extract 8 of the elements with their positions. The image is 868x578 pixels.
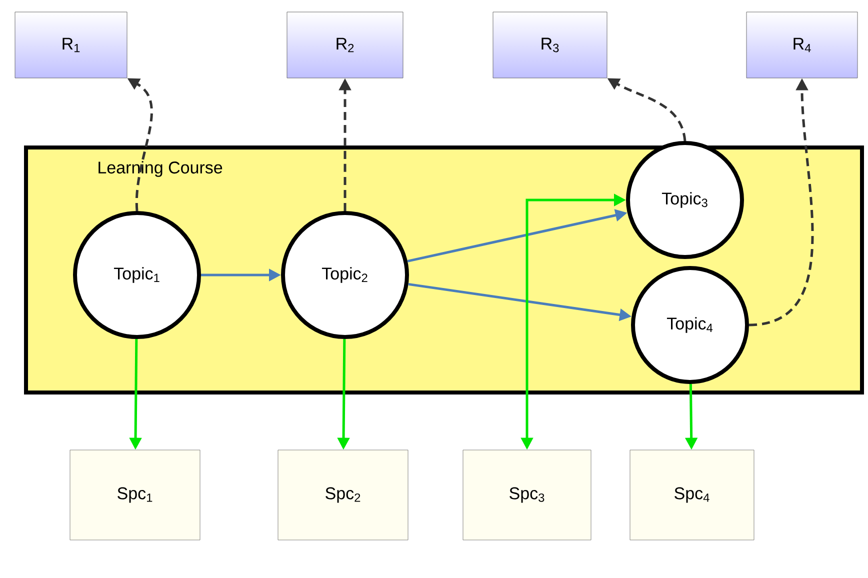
spec-box: Spc$_{3}$ — [462, 450, 592, 540]
resource-box: R$_{2}$ — [286, 12, 404, 78]
spec-box: Spc$_{2}$ — [278, 450, 408, 540]
spec-box: Spc$_{1}$ — [70, 450, 200, 540]
resource-box: R$_{3}$ — [492, 12, 608, 78]
resource-box: R$_{4}$ — [746, 12, 858, 78]
resource-box: R$_{1}$ — [14, 12, 128, 78]
spec-box: Spc$_{4}$ — [630, 450, 754, 540]
